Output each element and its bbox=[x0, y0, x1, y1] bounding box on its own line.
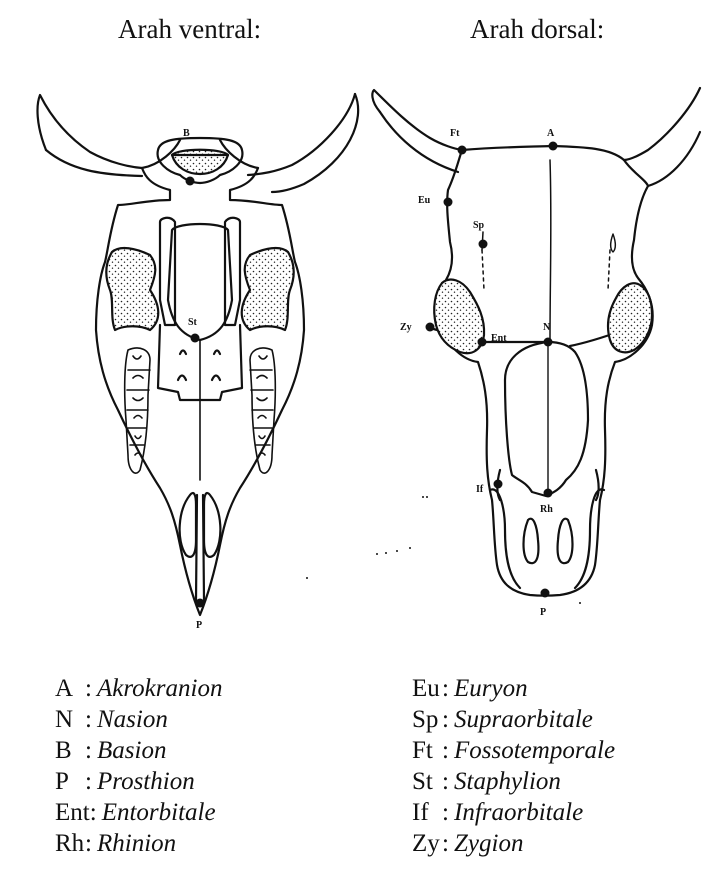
dorsal-label-Rh: Rh bbox=[540, 504, 553, 515]
ventral-label-B: B bbox=[183, 128, 190, 139]
ventral-left-horn bbox=[38, 95, 142, 168]
legend-term: Staphylion bbox=[454, 768, 561, 795]
ventral-incisive-foramina bbox=[180, 493, 221, 557]
legend-right-column: Eu:Euryon Sp:Supraorbitale Ft:Fossotempo… bbox=[412, 673, 615, 859]
legend-row: Ft:Fossotemporale bbox=[412, 735, 615, 766]
ventral-label-St: St bbox=[188, 317, 198, 328]
dorsal-point-If bbox=[494, 480, 503, 489]
dorsal-point-Sp bbox=[479, 240, 488, 249]
legend-term: Fossotemporale bbox=[454, 737, 615, 764]
dorsal-right-horn bbox=[624, 88, 700, 160]
legend-term: Euryon bbox=[454, 675, 528, 702]
legend-row: N:Nasion bbox=[55, 704, 222, 735]
dorsal-label-Ft: Ft bbox=[450, 128, 460, 139]
dorsal-point-Ent bbox=[478, 338, 487, 347]
dorsal-label-P: P bbox=[540, 607, 546, 618]
ventral-left-zygomatic bbox=[106, 248, 158, 330]
ventral-skull bbox=[38, 94, 359, 615]
legend-code: Rh bbox=[55, 828, 85, 859]
legend-row: B:Basion bbox=[55, 735, 222, 766]
legend-code: B bbox=[55, 735, 85, 766]
dorsal-label-Eu: Eu bbox=[418, 195, 431, 206]
dorsal-label-Sp: Sp bbox=[473, 220, 485, 231]
dorsal-left-orbit bbox=[434, 280, 484, 354]
legend-term: Rhinion bbox=[97, 830, 176, 857]
dorsal-nasal-bones bbox=[505, 342, 588, 496]
legend-code: Ft bbox=[412, 735, 442, 766]
dorsal-point-Ft bbox=[458, 146, 467, 155]
ventral-left-tooth-row bbox=[125, 348, 150, 473]
legend-row: If:Infraorbitale bbox=[412, 797, 615, 828]
legend-row: Rh:Rhinion bbox=[55, 828, 222, 859]
legend-term: Nasion bbox=[97, 706, 168, 733]
legend-code: A bbox=[55, 673, 85, 704]
legend-row: Sp:Supraorbitale bbox=[412, 704, 615, 735]
ventral-point-B bbox=[186, 177, 195, 186]
legend-code: Ent bbox=[55, 797, 90, 828]
dorsal-nasal-openings bbox=[524, 519, 573, 563]
legend-term: Infraorbitale bbox=[454, 799, 583, 826]
legend-term: Entorbitale bbox=[102, 799, 216, 826]
legend-code: St bbox=[412, 766, 442, 797]
legend-row: St:Staphylion bbox=[412, 766, 615, 797]
dorsal-point-P bbox=[541, 589, 550, 598]
legend-row: Eu:Euryon bbox=[412, 673, 615, 704]
legend-term: Basion bbox=[97, 737, 166, 764]
dorsal-label-Zy: Zy bbox=[400, 322, 412, 333]
dorsal-label-Ent: Ent bbox=[491, 333, 507, 344]
legend-left-column: A:Akrokranion N:Nasion B:Basion P:Prosth… bbox=[55, 673, 222, 859]
dorsal-point-Zy bbox=[426, 323, 435, 332]
dorsal-point-Eu bbox=[444, 198, 453, 207]
dorsal-skull bbox=[372, 88, 700, 596]
legend-row: Ent:Entorbitale bbox=[55, 797, 222, 828]
legend-term: Akrokranion bbox=[97, 675, 222, 702]
legend-code: Zy bbox=[412, 828, 442, 859]
legend-code: P bbox=[55, 766, 85, 797]
ventral-point-P bbox=[196, 599, 205, 608]
legend-code: N bbox=[55, 704, 85, 735]
ventral-palate bbox=[168, 224, 232, 340]
dorsal-label-A: A bbox=[547, 128, 555, 139]
dorsal-skull-outline bbox=[435, 146, 652, 596]
ventral-label-P: P bbox=[196, 620, 202, 631]
legend-code: Sp bbox=[412, 704, 442, 735]
legend-code: If bbox=[412, 797, 442, 828]
legend-term: Supraorbitale bbox=[454, 706, 593, 733]
skull-diagram: B St P bbox=[0, 0, 702, 660]
dorsal-label-If: If bbox=[476, 484, 484, 495]
dorsal-label-N: N bbox=[543, 322, 551, 333]
dorsal-point-A bbox=[549, 142, 558, 151]
ventral-point-St bbox=[191, 334, 200, 343]
legend-row: A:Akrokranion bbox=[55, 673, 222, 704]
ventral-right-horn bbox=[248, 94, 355, 175]
legend-row: Zy:Zygion bbox=[412, 828, 615, 859]
ventral-right-tooth-row bbox=[250, 348, 275, 473]
legend-term: Prosthion bbox=[97, 768, 195, 795]
legend-code: Eu bbox=[412, 673, 442, 704]
ventral-right-zygomatic bbox=[242, 248, 294, 330]
legend-row: P:Prosthion bbox=[55, 766, 222, 797]
dorsal-point-Rh bbox=[544, 489, 553, 498]
dorsal-point-N bbox=[544, 338, 553, 347]
legend-term: Zygion bbox=[454, 830, 523, 857]
